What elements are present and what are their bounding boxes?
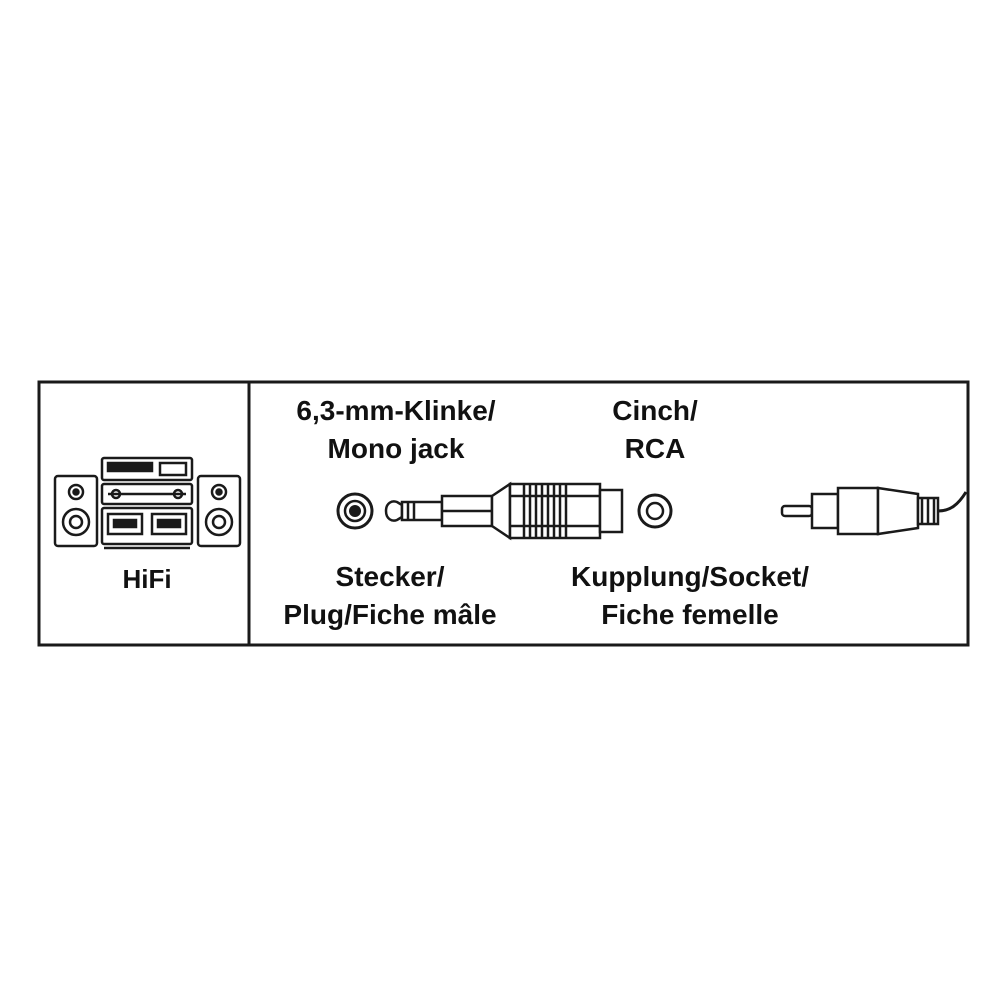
adapter-body-icon xyxy=(508,482,624,540)
rca-label-line2: RCA xyxy=(624,433,686,464)
socket-label: Kupplung/Socket/ Fiche femelle xyxy=(540,563,840,629)
mono-jack-plug-icon xyxy=(384,481,512,541)
plug-label: Stecker/ Plug/Fiche mâle xyxy=(255,563,525,629)
cable-line xyxy=(937,491,968,513)
socket-label-line1: Kupplung/Socket/ xyxy=(571,561,809,592)
outer-frame xyxy=(37,380,970,647)
jack-socket-icon xyxy=(336,492,374,530)
rca-socket-icon xyxy=(637,493,673,529)
jack-label-line2: Mono jack xyxy=(327,433,465,464)
rca-label-line1: Cinch/ xyxy=(612,395,698,426)
jack-label: 6,3-mm-Klinke/ Mono jack xyxy=(262,397,530,463)
plug-label-line1: Stecker/ xyxy=(335,561,445,592)
plug-label-line2: Plug/Fiche mâle xyxy=(283,599,497,630)
rca-plug-icon xyxy=(780,486,940,536)
jack-label-line1: 6,3-mm-Klinke/ xyxy=(296,395,496,426)
hifi-stereo-icon xyxy=(53,456,242,550)
device-label: HiFi xyxy=(122,564,172,594)
rca-label: Cinch/ RCA xyxy=(580,397,730,463)
socket-label-line2: Fiche femelle xyxy=(601,599,779,630)
